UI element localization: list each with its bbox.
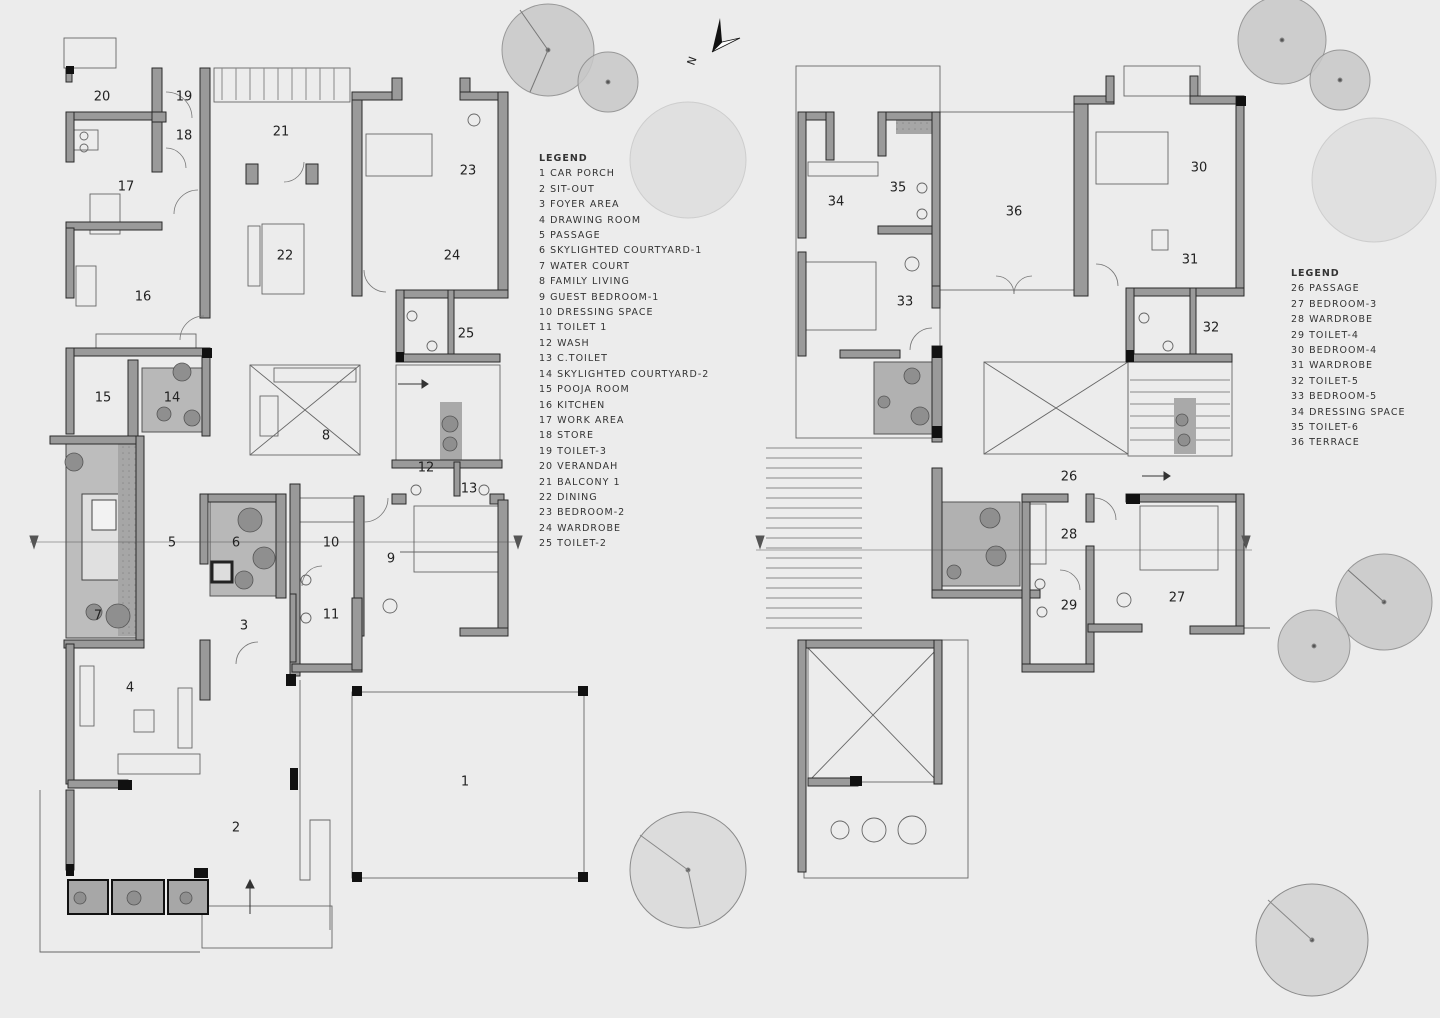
legend-item: 13 C.TOILET <box>539 353 608 365</box>
legend-item: 17 WORK AREA <box>539 414 625 426</box>
legend-item: 32 TOILET-5 <box>1291 375 1359 387</box>
room-number-21: 21 <box>273 125 290 140</box>
room-number-34: 34 <box>828 195 845 210</box>
room-number-7: 7 <box>94 609 102 624</box>
legend-item: 1 CAR PORCH <box>539 168 615 180</box>
legend-item: 6 SKYLIGHTED COURTYARD-1 <box>539 245 703 257</box>
legend-item: 34 DRESSING SPACE <box>1291 406 1406 418</box>
tree-icons <box>501 0 1437 997</box>
legend-item: 7 WATER COURT <box>539 260 630 272</box>
legend-item: 35 TOILET-6 <box>1291 422 1359 434</box>
room-number-8: 8 <box>322 429 330 444</box>
legend-item: 23 BEDROOM-2 <box>539 507 626 519</box>
legend-item: 16 KITCHEN <box>539 399 606 411</box>
room-number-18: 18 <box>176 129 193 144</box>
tree-icon <box>577 51 639 113</box>
tree-icon <box>501 3 595 97</box>
room-number-6: 6 <box>232 536 240 551</box>
legend-item: 27 BEDROOM-3 <box>1291 298 1378 310</box>
tree-icon <box>629 811 747 929</box>
room-number-24: 24 <box>444 249 461 264</box>
tree-icon <box>1309 49 1371 111</box>
room-number-11: 11 <box>323 608 340 623</box>
room-number-13: 13 <box>461 482 478 497</box>
legend-item: 22 DINING <box>539 491 598 503</box>
ground-floor-legend: LEGEND 1 CAR PORCH 2 SIT-OUT 3 FOYER ARE… <box>539 151 709 552</box>
first-floor-plan <box>755 65 1270 879</box>
room-number-16: 16 <box>135 290 152 305</box>
room-number-32: 32 <box>1203 321 1220 336</box>
legend-item: 18 STORE <box>539 430 595 442</box>
legend-item: 26 PASSAGE <box>1291 283 1360 295</box>
legend-item: 33 BEDROOM-5 <box>1291 391 1378 403</box>
legend-item: 15 POOJA ROOM <box>539 384 630 396</box>
room-number-1: 1 <box>461 775 469 790</box>
tree-icon <box>1277 609 1351 683</box>
tree-icon <box>1311 117 1437 243</box>
room-number-36: 36 <box>1006 205 1023 220</box>
legend-title: LEGEND <box>1291 268 1340 279</box>
legend-title: LEGEND <box>539 153 588 164</box>
tree-icon <box>629 101 747 219</box>
room-number-25: 25 <box>458 327 475 342</box>
room-number-5: 5 <box>168 536 176 551</box>
legend-item: 11 TOILET 1 <box>539 322 608 334</box>
room-number-35: 35 <box>890 181 907 196</box>
legend-item: 20 VERANDAH <box>539 461 619 473</box>
room-number-2: 2 <box>232 821 240 836</box>
room-number-30: 30 <box>1191 161 1208 176</box>
north-arrow-icon: N <box>685 18 741 67</box>
tree-icon <box>1335 553 1433 651</box>
room-number-29: 29 <box>1061 599 1078 614</box>
legend-item: 36 TERRACE <box>1291 437 1360 449</box>
legend-item: 30 BEDROOM-4 <box>1291 345 1378 357</box>
legend-item: 8 FAMILY LIVING <box>539 276 630 288</box>
legend-item: 3 FOYER AREA <box>539 199 620 211</box>
legend-item: 24 WARDROBE <box>539 522 621 534</box>
room-number-22: 22 <box>277 249 294 264</box>
first-floor-legend: LEGEND 26 PASSAGE 27 BEDROOM-3 28 WARDRO… <box>1291 266 1406 451</box>
legend-item: 2 SIT-OUT <box>539 183 595 195</box>
legend-item: 25 TOILET-2 <box>539 538 607 550</box>
room-number-14: 14 <box>164 391 181 406</box>
room-number-9: 9 <box>387 552 395 567</box>
tree-icon <box>1237 0 1327 85</box>
room-number-27: 27 <box>1169 591 1186 606</box>
room-number-12: 12 <box>418 461 435 476</box>
ground-floor-plan <box>29 37 588 953</box>
legend-item: 5 PASSAGE <box>539 230 601 242</box>
room-number-28: 28 <box>1061 528 1078 543</box>
legend-item: 10 DRESSING SPACE <box>539 307 654 319</box>
legend-item: 31 WARDROBE <box>1291 360 1373 372</box>
room-number-33: 33 <box>897 295 914 310</box>
north-label: N <box>685 55 700 67</box>
room-number-17: 17 <box>118 180 135 195</box>
legend-item: 4 DRAWING ROOM <box>539 214 642 226</box>
legend-item: 21 BALCONY 1 <box>539 476 621 488</box>
legend-item: 19 TOILET-3 <box>539 445 607 457</box>
room-number-3: 3 <box>240 619 248 634</box>
room-number-23: 23 <box>460 164 477 179</box>
room-number-26: 26 <box>1061 470 1078 485</box>
legend-item: 9 GUEST BEDROOM-1 <box>539 291 660 303</box>
legend-item: 29 TOILET-4 <box>1291 329 1359 341</box>
room-number-15: 15 <box>95 391 112 406</box>
tree-icon <box>1255 883 1369 997</box>
room-number-20: 20 <box>94 90 111 105</box>
legend-item: 14 SKYLIGHTED COURTYARD-2 <box>539 368 710 380</box>
room-number-31: 31 <box>1182 253 1199 268</box>
room-number-19: 19 <box>176 90 193 105</box>
legend-item: 28 WARDROBE <box>1291 314 1373 326</box>
legend-item: 12 WASH <box>539 337 590 349</box>
room-number-labels: 1 2 3 4 5 6 7 8 9 10 11 12 13 14 15 16 1… <box>94 90 1220 836</box>
room-number-10: 10 <box>323 536 340 551</box>
room-number-4: 4 <box>126 681 134 696</box>
